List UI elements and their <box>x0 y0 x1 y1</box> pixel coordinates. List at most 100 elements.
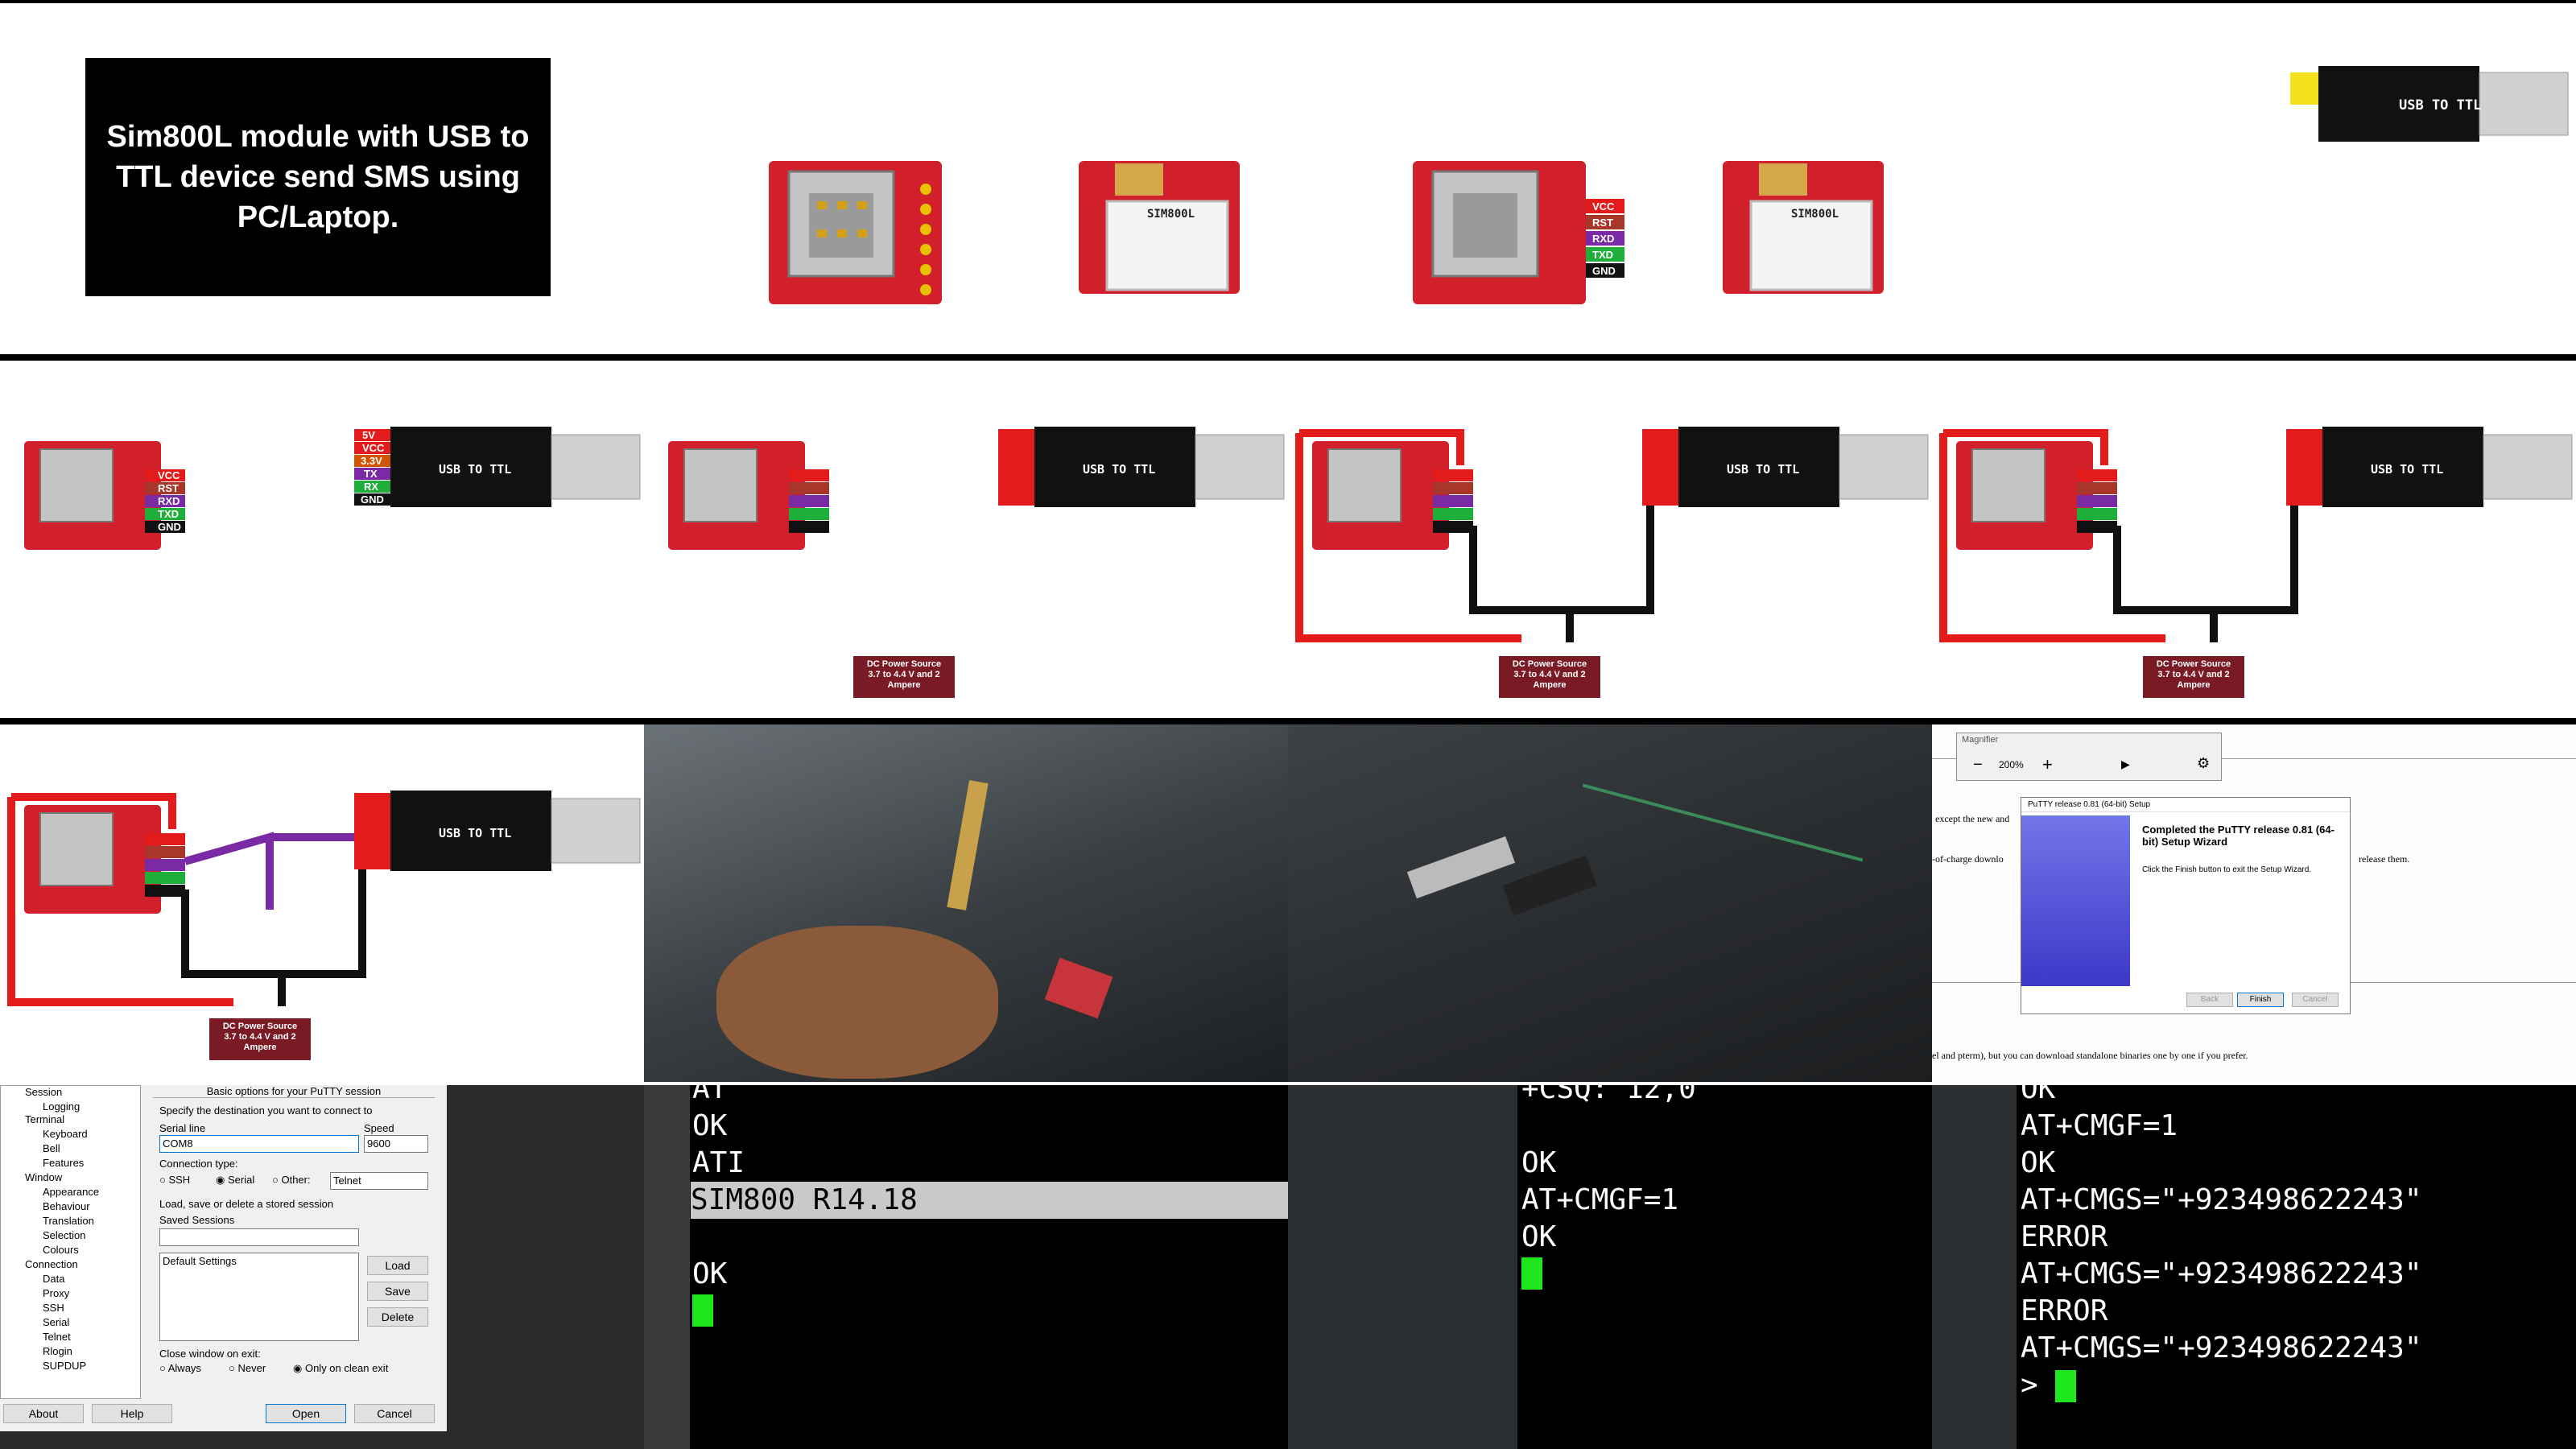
tree-data[interactable]: Data <box>43 1273 65 1285</box>
play-icon[interactable]: ▶ <box>2121 758 2130 770</box>
sim-module-back-1 <box>769 161 942 304</box>
sessions-list[interactable]: Default Settings <box>159 1253 359 1341</box>
tree-window[interactable]: Window <box>25 1171 63 1183</box>
term1-line-4: SIM800 R14.18 <box>691 1182 1288 1219</box>
radio-serial[interactable]: ◉ Serial <box>216 1174 255 1186</box>
sim800l-chip-label-1: SIM800L <box>1147 208 1195 221</box>
sim-pin-rxd-b: RXD <box>158 495 180 507</box>
dc-line2-a: 3.7 to 4.4 V and 2 <box>868 670 940 679</box>
magnifier-window[interactable]: Magnifier − 200% + ▶ ⚙ <box>1956 733 2222 781</box>
sim-pin-gnd-b: GND <box>158 521 181 533</box>
term2-line-2 <box>1521 1108 1932 1145</box>
tree-session[interactable]: Session <box>25 1086 63 1098</box>
tree-serial[interactable]: Serial <box>43 1316 70 1328</box>
term3-cursor <box>2055 1370 2077 1402</box>
usb-label-e: USB TO TTL <box>2371 462 2443 477</box>
photo-antenna-in-hand <box>644 724 1288 1082</box>
tree-colours[interactable]: Colours <box>43 1244 79 1256</box>
terminal-ati[interactable]: AT OK ATI SIM800 R14.18 OK <box>644 1085 1288 1449</box>
term2-line-5: OK <box>1521 1220 1557 1253</box>
radio-other[interactable]: ○ Other: <box>272 1174 311 1186</box>
tree-proxy[interactable]: Proxy <box>43 1287 70 1299</box>
term3-line-3: OK <box>2021 1146 2056 1179</box>
radio-ssh[interactable]: ○ SSH <box>159 1174 191 1186</box>
putty-setup-wizard[interactable]: PuTTY release 0.81 (64-bit) Setup Comple… <box>2021 797 2351 1014</box>
zoom-in-icon[interactable]: + <box>2042 754 2053 774</box>
destination-label: Specify the destination you want to conn… <box>159 1104 373 1117</box>
dc-line2-b: 3.7 to 4.4 V and 2 <box>1513 670 1586 679</box>
sim800l-chip-label-2: SIM800L <box>1791 208 1839 221</box>
terminal-cmgf[interactable]: +CSQ: 12,0 OK AT+CMGF=1 OK <box>1288 1085 1932 1449</box>
category-tree[interactable]: Session Logging Terminal Keyboard Bell F… <box>0 1085 141 1399</box>
dc-power-source-c: DC Power Source 3.7 to 4.4 V and 2 Amper… <box>2143 656 2244 698</box>
sim-pin-vcc-a: VCC <box>1592 200 1615 213</box>
tree-connection[interactable]: Connection <box>25 1258 78 1270</box>
putty-config-panel: Session Logging Terminal Keyboard Bell F… <box>0 1085 644 1449</box>
connection-type-label: Connection type: <box>159 1158 238 1170</box>
wiring-step-1: VCC RST RXD TXD GND 5V VCC 3.3V TX RX GN… <box>24 427 641 550</box>
dc-line1-d: DC Power Source <box>222 1022 298 1031</box>
about-button[interactable]: About <box>3 1404 84 1423</box>
usb-ttl-adapter-top: USB TO TTL <box>2290 66 2569 142</box>
close-always[interactable]: ○ Always <box>159 1362 201 1374</box>
tree-behaviour[interactable]: Behaviour <box>43 1200 90 1212</box>
save-button[interactable]: Save <box>367 1282 428 1301</box>
tree-translation[interactable]: Translation <box>43 1215 94 1227</box>
wiring-step-2: USB TO TTL <box>668 427 1285 550</box>
tree-supdup[interactable]: SUPDUP <box>43 1360 87 1372</box>
zoom-level: 200% <box>1999 759 2024 770</box>
tree-features[interactable]: Features <box>43 1157 85 1169</box>
term1-line-3: ATI <box>692 1146 745 1179</box>
speed-input[interactable]: 9600 <box>364 1135 428 1153</box>
serial-line-input[interactable]: COM8 <box>159 1135 359 1153</box>
wizard-side-art <box>2021 815 2130 986</box>
term2-cursor <box>1521 1257 1542 1290</box>
tree-bell[interactable]: Bell <box>43 1142 60 1154</box>
term2-line-4: AT+CMGF=1 <box>1521 1183 1679 1216</box>
setup-title: PuTTY release 0.81 (64-bit) Setup <box>2021 798 2350 812</box>
bg-text-3: release them. <box>2359 853 2410 865</box>
close-never-label: Never <box>237 1362 266 1374</box>
tree-rlogin[interactable]: Rlogin <box>43 1345 72 1357</box>
sim-pin-gnd-a: GND <box>1592 265 1616 277</box>
tree-selection[interactable]: Selection <box>43 1229 86 1241</box>
saved-sessions-input[interactable] <box>159 1228 359 1246</box>
wizard-body: Click the Finish button to exit the Setu… <box>2142 865 2312 874</box>
putty-config-window[interactable]: Session Logging Terminal Keyboard Bell F… <box>0 1085 447 1431</box>
term3-line-8: AT+CMGS="+923498622243" <box>2021 1331 2422 1364</box>
settings-gear-icon[interactable]: ⚙ <box>2197 755 2211 771</box>
tree-appearance[interactable]: Appearance <box>43 1186 100 1198</box>
other-protocol-select[interactable]: Telnet <box>330 1172 428 1190</box>
usb-label-b: USB TO TTL <box>439 462 511 477</box>
dc-line3-b: Ampere <box>1533 680 1567 690</box>
term3-line-1: OK <box>2021 1085 2056 1105</box>
help-button[interactable]: Help <box>92 1404 172 1423</box>
bg-text-1: except the new and <box>1935 813 2010 824</box>
tree-terminal[interactable]: Terminal <box>25 1113 65 1125</box>
cancel-setup-button[interactable]: Cancel <box>2292 993 2339 1007</box>
terminal-cmgs[interactable]: OK AT+CMGF=1 OK AT+CMGS="+923498622243" … <box>1932 1085 2576 1449</box>
cancel-button[interactable]: Cancel <box>354 1404 435 1423</box>
open-button[interactable]: Open <box>266 1404 346 1423</box>
term3-line-4: AT+CMGS="+923498622243" <box>2021 1183 2422 1216</box>
delete-button[interactable]: Delete <box>367 1307 428 1327</box>
dc-line3-a: Ampere <box>887 680 921 690</box>
radio-other-label: Other: <box>281 1174 311 1186</box>
load-button[interactable]: Load <box>367 1256 428 1275</box>
tree-keyboard[interactable]: Keyboard <box>43 1128 88 1140</box>
tree-telnet[interactable]: Telnet <box>43 1331 71 1343</box>
default-settings-item[interactable]: Default Settings <box>163 1255 237 1267</box>
radio-ssh-label: SSH <box>168 1174 191 1186</box>
title-line-1: Sim800L module with USB to <box>106 120 530 154</box>
close-never[interactable]: ○ Never <box>229 1362 266 1374</box>
sim-module-back-2: VCC RST RXD TXD GND <box>1413 161 1624 304</box>
sim-pin-rst-a: RST <box>1592 217 1613 229</box>
finish-button[interactable]: Finish <box>2237 993 2284 1007</box>
term3-prompt-line: > <box>2021 1367 2576 1404</box>
close-clean-exit[interactable]: ◉ Only on clean exit <box>293 1362 389 1374</box>
zoom-out-icon[interactable]: − <box>1973 756 1983 774</box>
tree-ssh[interactable]: SSH <box>43 1302 64 1314</box>
back-button[interactable]: Back <box>2186 993 2233 1007</box>
wizard-heading: Completed the PuTTY release 0.81 (64-bit… <box>2142 824 2334 848</box>
tree-logging[interactable]: Logging <box>43 1100 80 1113</box>
